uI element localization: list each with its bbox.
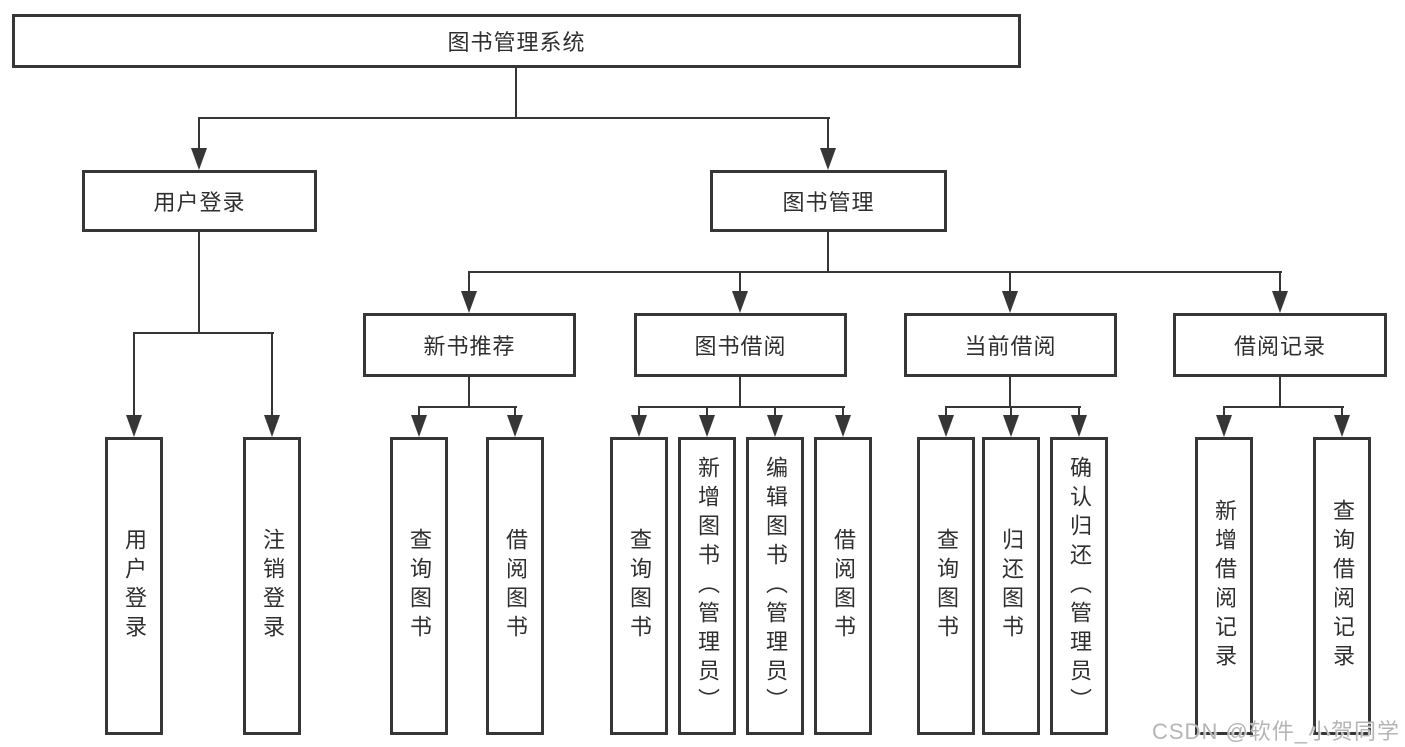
arrowhead-nbr-leaf2 — [507, 415, 523, 437]
connector-user-login-down — [198, 232, 200, 334]
connector-level2-bus — [198, 117, 830, 119]
connector-nbr-leaf2-stem — [514, 406, 516, 418]
arrowhead-cb — [1002, 291, 1018, 313]
arrowhead-nbr-leaf1 — [411, 415, 427, 437]
connector-bb-bus — [638, 406, 845, 408]
leaf-cb-query-books-label: 查询图书 — [934, 528, 959, 644]
leaf-bb-borrow-books: 借阅图书 — [814, 437, 872, 735]
connector-book-mgmt-stem — [827, 117, 829, 150]
connector-br-stem — [1279, 271, 1281, 293]
connector-cb-stem — [1009, 271, 1011, 293]
connector-root-stub — [515, 68, 517, 118]
connector-bb-leaf3-stem — [774, 406, 776, 418]
leaf-bb-query-books: 查询图书 — [610, 437, 668, 735]
connector-cb-leaf3-stem — [1078, 406, 1080, 418]
node-user-login: 用户登录 — [82, 170, 317, 232]
arrowhead-br — [1272, 291, 1288, 313]
leaf-br-add-record: 新增借阅记录 — [1195, 437, 1253, 735]
connector-bb-leaf2-stem — [706, 406, 708, 418]
leaf-bb-add-books-admin: 新增图书（管理员） — [678, 437, 736, 735]
csdn-watermark: CSDN @软件_小贺同学 — [1152, 719, 1401, 744]
arrowhead-br-leaf2 — [1334, 415, 1350, 437]
node-current-borrow: 当前借阅 — [904, 313, 1117, 377]
leaf-nbr-borrow-books: 借阅图书 — [486, 437, 544, 735]
connector-br-bus — [1223, 406, 1344, 408]
leaf-cb-confirm-return-admin: 确认归还（管理员） — [1050, 437, 1108, 735]
leaf-nbr-query-books-label: 查询图书 — [407, 528, 432, 644]
node-book-management: 图书管理 — [710, 170, 947, 232]
connector-nbr-stem — [468, 271, 470, 293]
connector-leaf-logout-stem — [271, 332, 273, 417]
leaf-br-query-record: 查询借阅记录 — [1313, 437, 1371, 735]
connector-br-leaf2-stem — [1341, 406, 1343, 418]
leaf-br-query-record-label: 查询借阅记录 — [1330, 499, 1355, 673]
arrowhead-bb-leaf2 — [699, 415, 715, 437]
connector-book-mgmt-down — [827, 232, 829, 273]
leaf-bb-borrow-books-label: 借阅图书 — [831, 528, 856, 644]
arrowhead-book-mgmt — [820, 148, 836, 170]
connector-bb-down — [739, 377, 741, 408]
node-borrow-records: 借阅记录 — [1173, 313, 1387, 377]
arrowhead-bb-leaf4 — [835, 415, 851, 437]
connector-cb-leaf2-stem — [1010, 406, 1012, 418]
arrowhead-cb-leaf1 — [938, 415, 954, 437]
leaf-bb-edit-books-admin-label: 编辑图书（管理员） — [763, 455, 788, 717]
connector-br-down — [1279, 377, 1281, 408]
arrowhead-cb-leaf3 — [1071, 415, 1087, 437]
arrowhead-nbr — [461, 291, 477, 313]
connector-nbr-bus — [418, 406, 517, 408]
connector-bb-leaf4-stem — [842, 406, 844, 418]
connector-level3-bus — [468, 271, 1282, 273]
connector-bb-stem — [739, 271, 741, 293]
leaf-nbr-query-books: 查询图书 — [390, 437, 448, 735]
arrowhead-leaf-user-login — [126, 415, 142, 437]
node-book-management-system: 图书管理系统 — [12, 14, 1021, 68]
connector-cb-bus — [945, 406, 1081, 408]
arrowhead-br-leaf1 — [1216, 415, 1232, 437]
arrowhead-leaf-logout — [264, 415, 280, 437]
leaf-user-login-label: 用户登录 — [122, 528, 147, 644]
arrowhead-cb-leaf2 — [1003, 415, 1019, 437]
connector-cb-down — [1009, 377, 1011, 408]
leaf-bb-query-books-label: 查询图书 — [627, 528, 652, 644]
connector-nbr-leaf1-stem — [418, 406, 420, 418]
leaf-logout: 注销登录 — [243, 437, 301, 735]
connector-user-login-stem — [198, 117, 200, 150]
connector-nbr-down — [468, 377, 470, 408]
arrowhead-bb — [732, 291, 748, 313]
node-new-book-recommend: 新书推荐 — [363, 313, 576, 377]
leaf-cb-query-books: 查询图书 — [917, 437, 975, 735]
arrowhead-bb-leaf3 — [767, 415, 783, 437]
leaf-bb-add-books-admin-label: 新增图书（管理员） — [695, 455, 720, 717]
leaf-logout-label: 注销登录 — [260, 528, 285, 644]
leaf-cb-confirm-return-admin-label: 确认归还（管理员） — [1067, 455, 1092, 717]
connector-cb-leaf1-stem — [945, 406, 947, 418]
leaf-nbr-borrow-books-label: 借阅图书 — [503, 528, 528, 644]
arrowhead-user-login — [191, 148, 207, 170]
leaf-cb-return-books-label: 归还图书 — [999, 528, 1024, 644]
connector-bb-leaf1-stem — [638, 406, 640, 418]
leaf-user-login: 用户登录 — [105, 437, 163, 735]
leaf-br-add-record-label: 新增借阅记录 — [1212, 499, 1237, 673]
node-book-borrow: 图书借阅 — [634, 313, 847, 377]
leaf-cb-return-books: 归还图书 — [982, 437, 1040, 735]
connector-leaf-user-login-stem — [133, 332, 135, 417]
connector-user-login-bus — [133, 332, 274, 334]
connector-br-leaf1-stem — [1223, 406, 1225, 418]
leaf-bb-edit-books-admin: 编辑图书（管理员） — [746, 437, 804, 735]
arrowhead-bb-leaf1 — [631, 415, 647, 437]
